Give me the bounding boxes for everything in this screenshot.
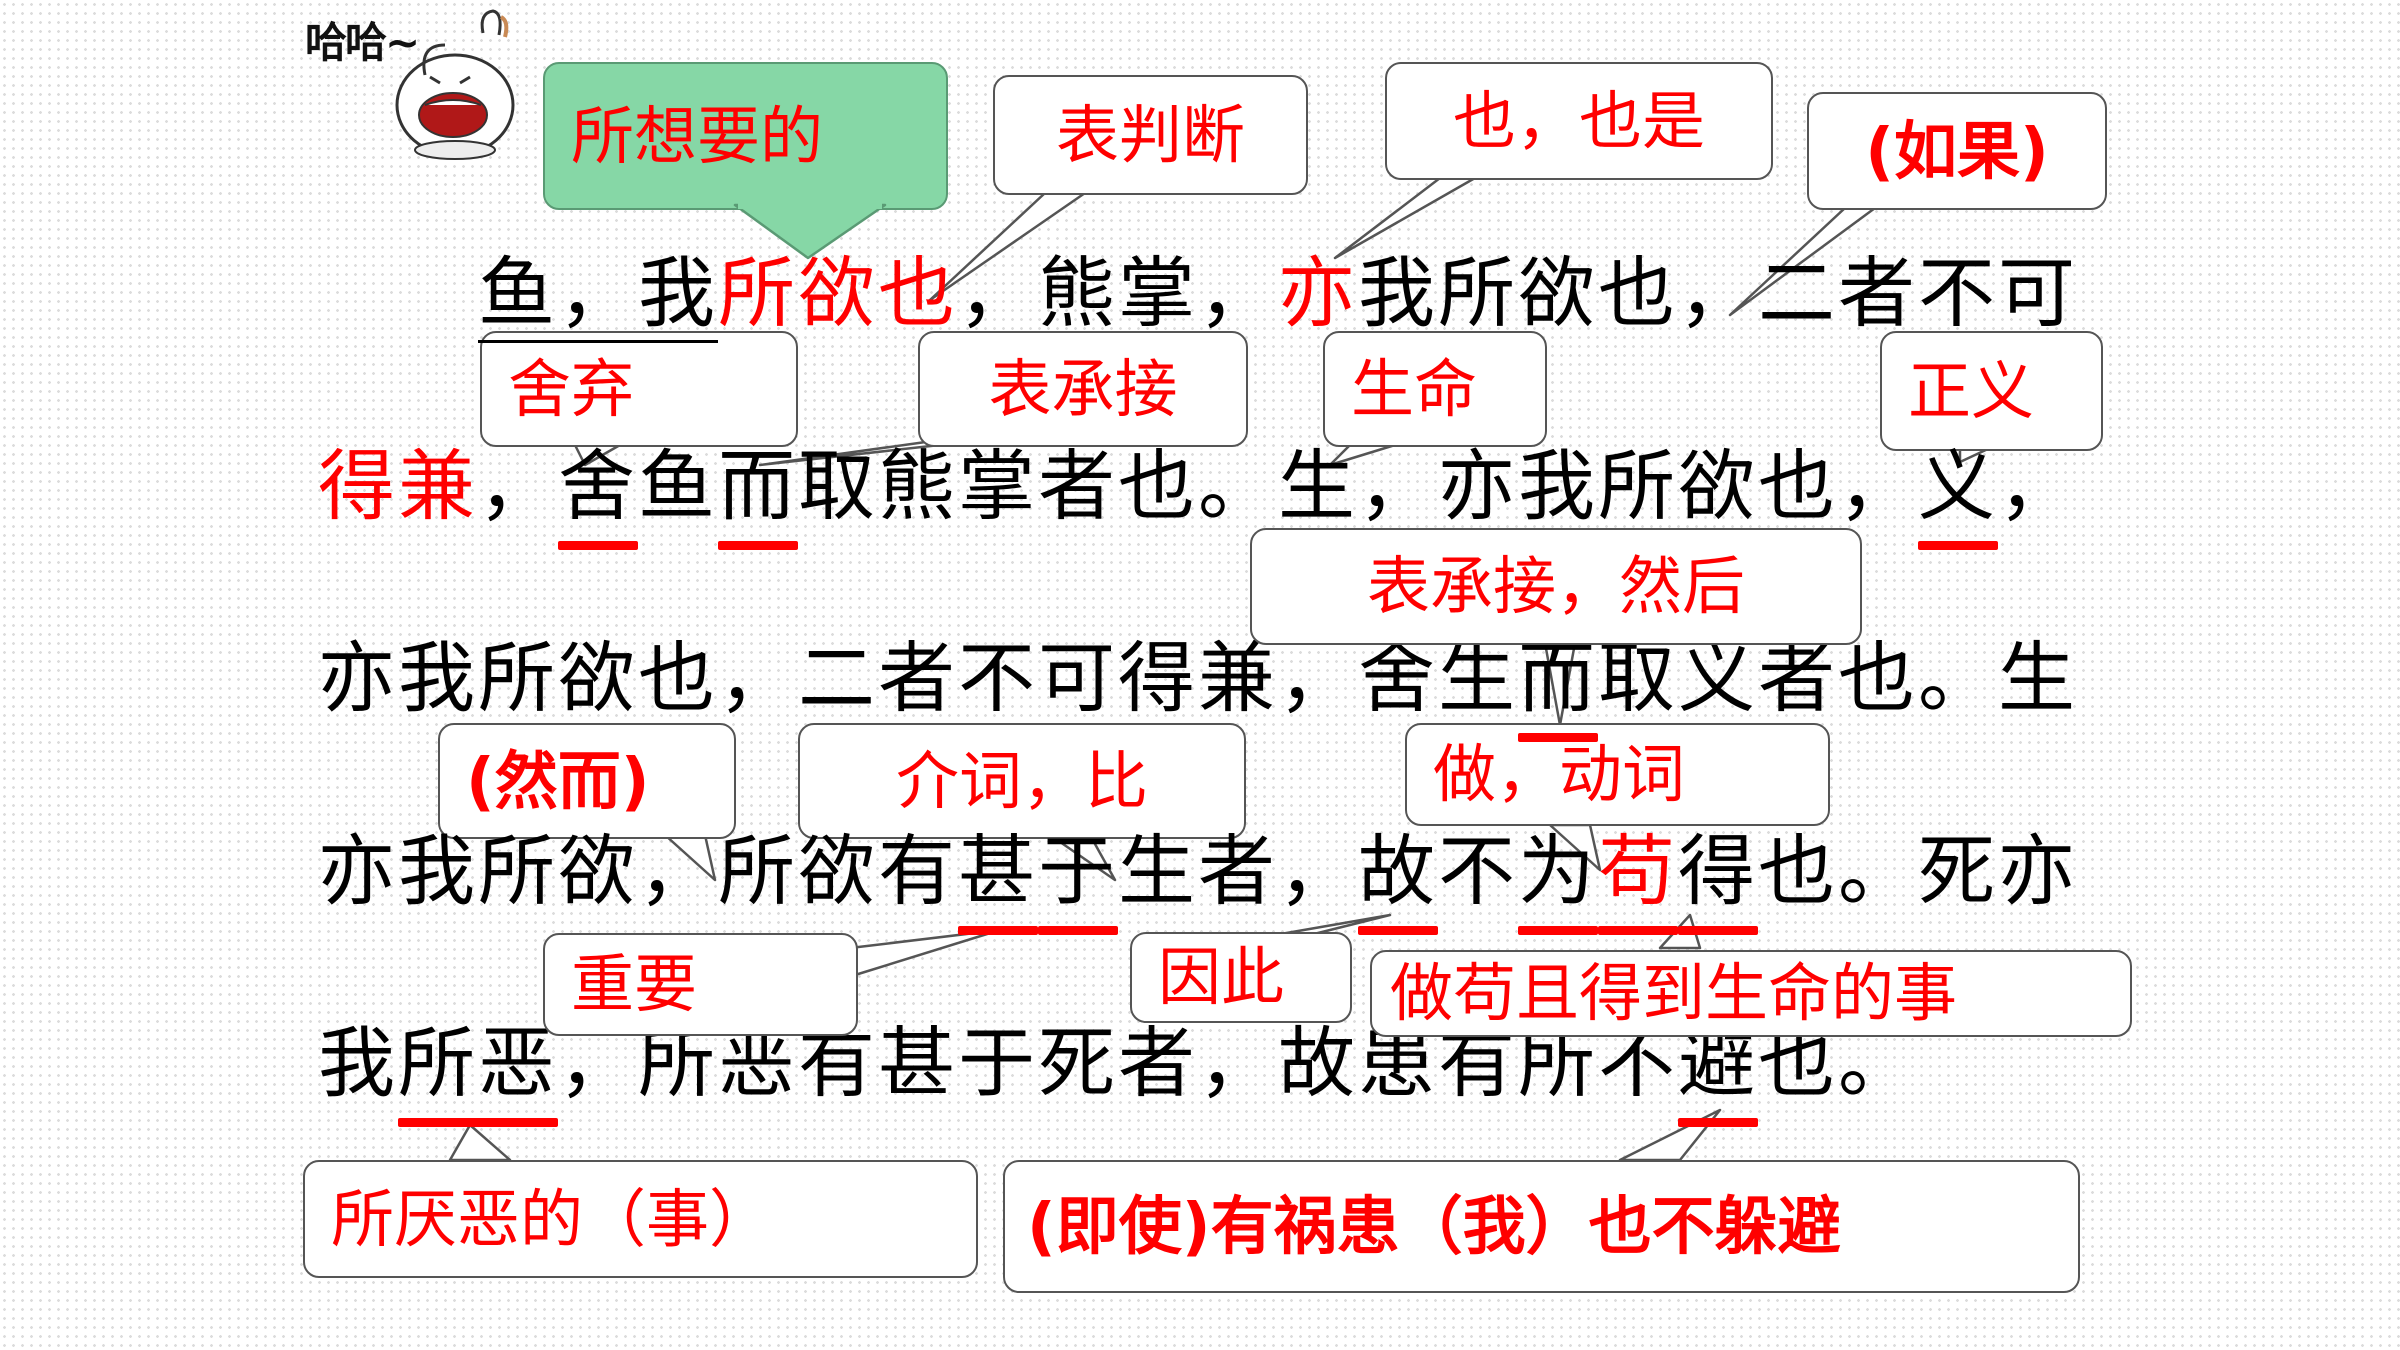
callout-text: 表承接，然后 [1367,550,1745,623]
callout-text: 介词，比 [896,744,1148,818]
callout-text: 表判断 [1056,98,1245,172]
callout-jie-ci-bi: 介词，比 [798,723,1246,839]
callout-suo-yan-wu-de: 所厌恶的（事） [303,1160,978,1278]
passage-line-4: 亦我所欲，所欲有甚于生者，故不为苟得也。死亦 [318,823,2078,935]
callout-text: (即使)有祸患（我）也不躲避 [1027,1190,1841,1263]
callout-text: 表承接 [988,352,1178,426]
underlined-de: 得 [1678,823,1758,935]
underlined-wei: 为 [1518,823,1598,935]
callout-text: 正义 [1908,354,2034,428]
passage-line-3: 亦我所欲也，二者不可得兼，舍生而取义者也。生 [318,630,2078,742]
callout-sheng-ming: 生命 [1323,331,1547,447]
passage-segment: ，熊掌， [958,250,1278,339]
passage-segment: 不 [1438,828,1518,917]
callout-ran-er: (然而) [438,723,736,839]
underlined-sheng: 生 [1278,438,1358,550]
callout-biao-cheng-jie-ran-hou: 表承接，然后 [1250,528,1862,645]
sticker-text: 哈哈~ [305,18,420,67]
callout-text: 生命 [1351,352,1477,426]
callout-suo-xiang-yao-de: 所想要的 [543,62,948,210]
callout-ji-shi: (即使)有祸患（我）也不躲避 [1003,1160,2080,1293]
callout-zuo-dong-ci: 做，动词 [1405,723,1830,826]
passage-segment: 我 [318,1020,398,1109]
callout-text: 做苟且得到生命的事 [1390,957,1957,1030]
callout-text: (如果) [1865,114,2049,188]
underlined-er-2: 而 [1518,630,1598,742]
passage-segment: 鱼，我 [478,245,718,345]
underlined-yu: 于 [1038,823,1118,935]
underlined-suo-wu: 所恶 [398,1015,558,1127]
callout-text: 也，也是 [1453,84,1705,158]
passage-segment: 生者， [1118,828,1358,917]
callout-biao-cheng-jie: 表承接 [918,331,1248,447]
callout-text: 所厌恶的（事） [331,1182,772,1256]
passage-segment: 亦我所欲，所欲有 [318,828,958,917]
underlined-shen: 甚 [958,823,1038,935]
highlight-de-jian: 得兼 [318,443,478,532]
pointer-suo-yan-wu-de [448,1123,512,1162]
underlined-yi-righteousness: 义 [1918,438,1998,550]
pointer-zhong-yao [848,928,1002,977]
highlight-suo-yu-ye: 所欲也 [718,250,958,339]
callout-text: (然而) [466,744,650,818]
callout-ye-ye-shi: 也，也是 [1385,62,1773,180]
highlight-gou: 苟 [1598,823,1678,935]
passage-segment: 也。死亦 [1758,828,2078,917]
laughing-bunny-sticker: 哈哈~ [305,5,515,160]
passage-segment: 鱼 [638,443,718,532]
callout-text: 重要 [571,948,697,1021]
callout-zuo-gou-qie: 做苟且得到生命的事 [1370,950,2132,1037]
passage-segment: ， [1998,443,2078,532]
passage-segment: 亦我所欲也，二者不可得兼，舍生 [318,635,1518,724]
underlined-she: 舍 [558,438,638,550]
callout-text: 所想要的 [571,99,823,173]
highlight-yi: 亦 [1278,250,1358,339]
passage-segment: ， [478,443,558,532]
passage-segment: 我所欲也，二者不可 [1358,250,2078,339]
passage-line-2: 得兼，舍鱼而取熊掌者也。生，亦我所欲也，义， [318,438,2078,550]
laughing-bunny-icon [395,9,515,160]
passage-segment: 取熊掌者也。 [798,443,1278,532]
underlined-er: 而 [718,438,798,550]
callout-zhong-yao: 重要 [543,933,858,1036]
callout-zheng-yi: 正义 [1880,331,2103,451]
callout-text: 因此 [1158,941,1284,1014]
callout-text: 舍弃 [508,352,634,426]
callout-biao-pan-duan: 表判断 [993,75,1308,195]
callout-yin-ci: 因此 [1130,932,1352,1023]
callout-ru-guo: (如果) [1807,92,2107,210]
callout-text: 做，动词 [1433,738,1685,811]
passage-line-1: 鱼，我所欲也，熊掌，亦我所欲也，二者不可 [478,245,2078,345]
passage-segment: 取义者也。生 [1598,635,2078,724]
callout-she-qi: 舍弃 [480,331,798,447]
underlined-gu: 故 [1358,823,1438,935]
passage-segment: ，亦我所欲也， [1358,443,1918,532]
